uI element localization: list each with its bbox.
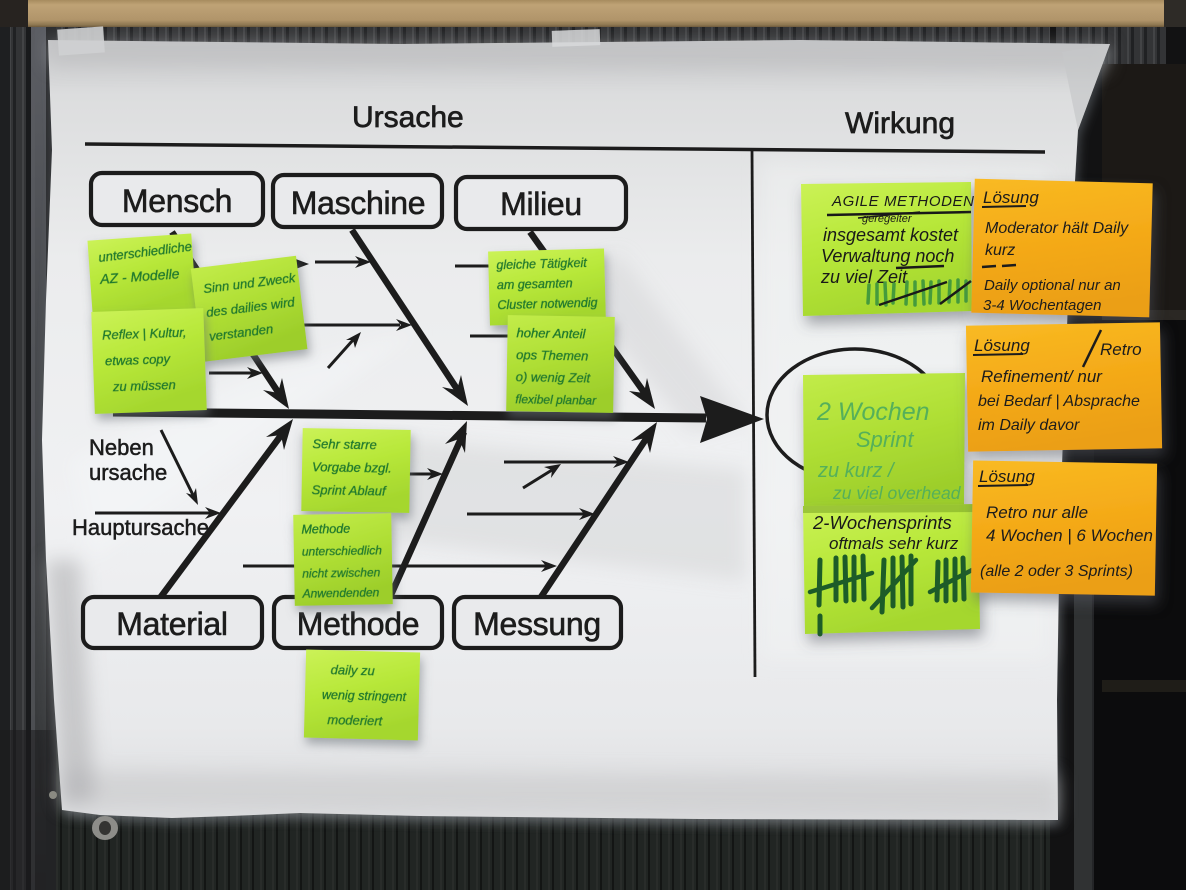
- svg-text:Ursache: Ursache: [352, 101, 464, 134]
- svg-text:Hauptursache: Hauptursache: [72, 515, 209, 540]
- svg-text:oftmals sehr kurz: oftmals sehr kurz: [829, 534, 959, 553]
- svg-text:3-4 Wochentagen: 3-4 Wochentagen: [983, 297, 1101, 314]
- svg-text:Methode: Methode: [297, 606, 419, 642]
- svg-text:4 Wochen | 6 Wochen: 4 Wochen | 6 Wochen: [986, 526, 1153, 545]
- svg-text:Methode: Methode: [301, 522, 350, 537]
- svg-text:ops Themen: ops Themen: [516, 347, 589, 363]
- svg-text:AZ - Modelle: AZ - Modelle: [99, 265, 180, 287]
- svg-text:ursache: ursache: [89, 460, 167, 485]
- svg-text:zu viel overhead: zu viel overhead: [832, 483, 962, 503]
- svg-text:2 Wochen: 2 Wochen: [816, 398, 930, 426]
- svg-text:Moderator hält Daily: Moderator hält Daily: [985, 220, 1129, 237]
- svg-text:wenig stringent: wenig stringent: [322, 688, 407, 704]
- svg-text:o) wenig Zeit: o) wenig Zeit: [516, 369, 592, 385]
- svg-text:daily zu: daily zu: [330, 662, 374, 678]
- svg-text:zu kurz /: zu kurz /: [817, 460, 896, 482]
- svg-text:hoher Anteil: hoher Anteil: [516, 325, 586, 341]
- svg-text:Wirkung: Wirkung: [845, 107, 955, 140]
- svg-text:am gesamten: am gesamten: [497, 276, 573, 292]
- svg-text:kurz: kurz: [985, 242, 1015, 259]
- svg-text:AGILE METHODEN: AGILE METHODEN: [831, 193, 975, 210]
- svg-text:bei Bedarf | Absprache: bei Bedarf | Absprache: [978, 393, 1140, 410]
- svg-text:flexibel planbar: flexibel planbar: [515, 392, 597, 407]
- svg-text:Refinement/ nur: Refinement/ nur: [981, 367, 1103, 386]
- svg-text:Sprint Ablauf: Sprint Ablauf: [312, 482, 388, 498]
- svg-text:Milieu: Milieu: [500, 186, 582, 222]
- svg-text:Lösung: Lösung: [979, 467, 1035, 486]
- svg-text:Cluster notwendig: Cluster notwendig: [497, 296, 597, 313]
- svg-text:2-Wochensprints: 2-Wochensprints: [812, 512, 952, 533]
- svg-text:etwas copy: etwas copy: [105, 351, 172, 368]
- svg-text:Sprint: Sprint: [856, 427, 914, 452]
- svg-text:Messung: Messung: [473, 606, 601, 642]
- svg-text:im Daily davor: im Daily davor: [978, 417, 1080, 434]
- svg-text:nicht zwischen: nicht zwischen: [302, 565, 381, 580]
- svg-text:Vorgabe bzgl.: Vorgabe bzgl.: [312, 459, 392, 475]
- svg-text:Lösung: Lösung: [983, 188, 1039, 207]
- svg-text:Mensch: Mensch: [122, 183, 232, 219]
- svg-text:Maschine: Maschine: [291, 185, 426, 221]
- svg-text:Sehr starre: Sehr starre: [312, 436, 377, 452]
- svg-text:(alle 2 oder 3 Sprints): (alle 2 oder 3 Sprints): [980, 563, 1133, 580]
- svg-text:Material: Material: [116, 606, 227, 642]
- svg-text:Neben: Neben: [89, 435, 154, 460]
- svg-text:Verwaltung noch: Verwaltung noch: [821, 246, 954, 266]
- svg-text:Lösung: Lösung: [974, 336, 1030, 355]
- svg-text:Retro: Retro: [1100, 340, 1142, 359]
- svg-text:unterschiedlich: unterschiedlich: [302, 543, 383, 558]
- svg-text:Retro nur alle: Retro nur alle: [986, 503, 1088, 522]
- svg-text:zu müssen: zu müssen: [112, 377, 176, 394]
- svg-text:Anwendenden: Anwendenden: [301, 585, 379, 600]
- svg-text:gleiche Tätigkeit: gleiche Tätigkeit: [496, 256, 587, 272]
- svg-text:Reflex | Kultur,: Reflex | Kultur,: [102, 325, 187, 343]
- svg-text:moderiert: moderiert: [327, 712, 384, 728]
- svg-text:insgesamt kostet: insgesamt kostet: [823, 225, 959, 245]
- svg-text:Daily optional nur an: Daily optional nur an: [984, 277, 1121, 294]
